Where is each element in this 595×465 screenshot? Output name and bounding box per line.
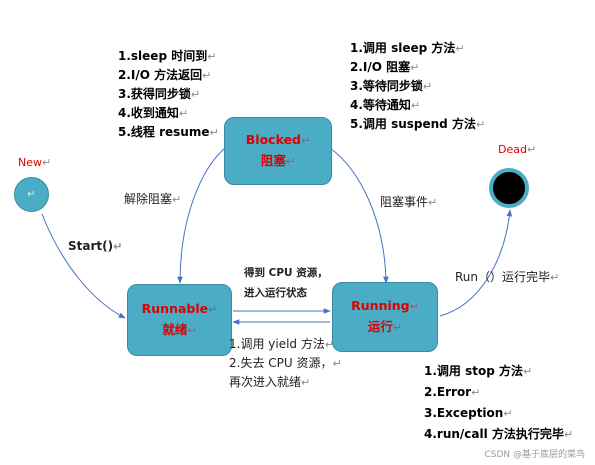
block-reasons-list: 1.调用 sleep 方法↵ 2.I/O 阻塞↵ 3.等待同步锁↵ 4.等待通知… <box>350 39 485 134</box>
list-item: 再次进入就绪↵ <box>229 375 311 389</box>
state-dead-node <box>489 168 529 208</box>
list-item: 5.线程 resume↵ <box>118 125 219 139</box>
state-runnable-cn: 就绪 <box>162 322 188 337</box>
death-reasons-list: 1.调用 stop 方法↵ 2.Error↵ 3.Exception↵ 4.ru… <box>424 361 573 445</box>
watermark: CSDN @基于底层的菜鸟 <box>484 450 585 460</box>
edge-label-start: Start()↵ <box>68 239 123 253</box>
state-blocked-name: Blocked <box>245 132 301 147</box>
list-item: 3.等待同步锁↵ <box>350 79 433 93</box>
list-item: 2.I/O 方法返回↵ <box>118 68 212 82</box>
state-running: Running↵ 运行↵ <box>332 282 438 352</box>
list-item: 5.调用 suspend 方法↵ <box>350 117 486 131</box>
list-item: 3.获得同步锁↵ <box>118 87 201 101</box>
list-item: 1.调用 yield 方法↵ <box>229 337 335 351</box>
edge-label-get-cpu: 得到 CPU 资源， 进入运行状态 <box>244 267 328 299</box>
arrow-blocked-to-runnable <box>177 147 226 284</box>
yield-reasons-list: 1.调用 yield 方法↵ 2.失去 CPU 资源，↵ 再次进入就绪↵ <box>229 335 342 392</box>
list-item: 2.失去 CPU 资源，↵ <box>229 356 342 370</box>
arrow-running-to-dead <box>439 209 513 317</box>
edge-label-block: 阻塞事件↵ <box>380 195 438 209</box>
edge-label-unblock: 解除阻塞↵ <box>124 192 182 206</box>
arrow-new-to-runnable <box>41 213 126 319</box>
state-new-label: New↵ <box>18 156 52 169</box>
list-item: 4.run/call 方法执行完毕↵ <box>424 427 574 441</box>
unblock-reasons-list: 1.sleep 时间到↵ 2.I/O 方法返回↵ 3.获得同步锁↵ 4.收到通知… <box>118 47 219 142</box>
list-item: 4.等待通知↵ <box>350 98 421 112</box>
arrow-blocked-to-running <box>329 147 389 284</box>
state-running-cn: 运行 <box>367 319 393 334</box>
list-item: 1.sleep 时间到↵ <box>118 49 217 63</box>
list-item: 3.Exception↵ <box>424 406 513 420</box>
list-item: 1.调用 sleep 方法↵ <box>350 41 465 55</box>
state-new-node: ↵ <box>14 177 49 212</box>
list-item: 4.收到通知↵ <box>118 106 189 120</box>
state-running-name: Running <box>351 298 410 313</box>
state-dead-label: Dead↵ <box>498 143 537 156</box>
list-item: 2.I/O 阻塞↵ <box>350 60 420 74</box>
edge-label-run-complete: Run（）运行完毕↵ <box>455 270 560 284</box>
state-runnable: Runnable↵ 就绪↵ <box>127 284 232 356</box>
list-item: 1.调用 stop 方法↵ <box>424 364 533 378</box>
state-runnable-name: Runnable <box>141 301 209 316</box>
state-blocked: Blocked↵ 阻塞↵ <box>224 117 332 185</box>
list-item: 2.Error↵ <box>424 385 481 399</box>
state-blocked-cn: 阻塞 <box>260 153 286 168</box>
